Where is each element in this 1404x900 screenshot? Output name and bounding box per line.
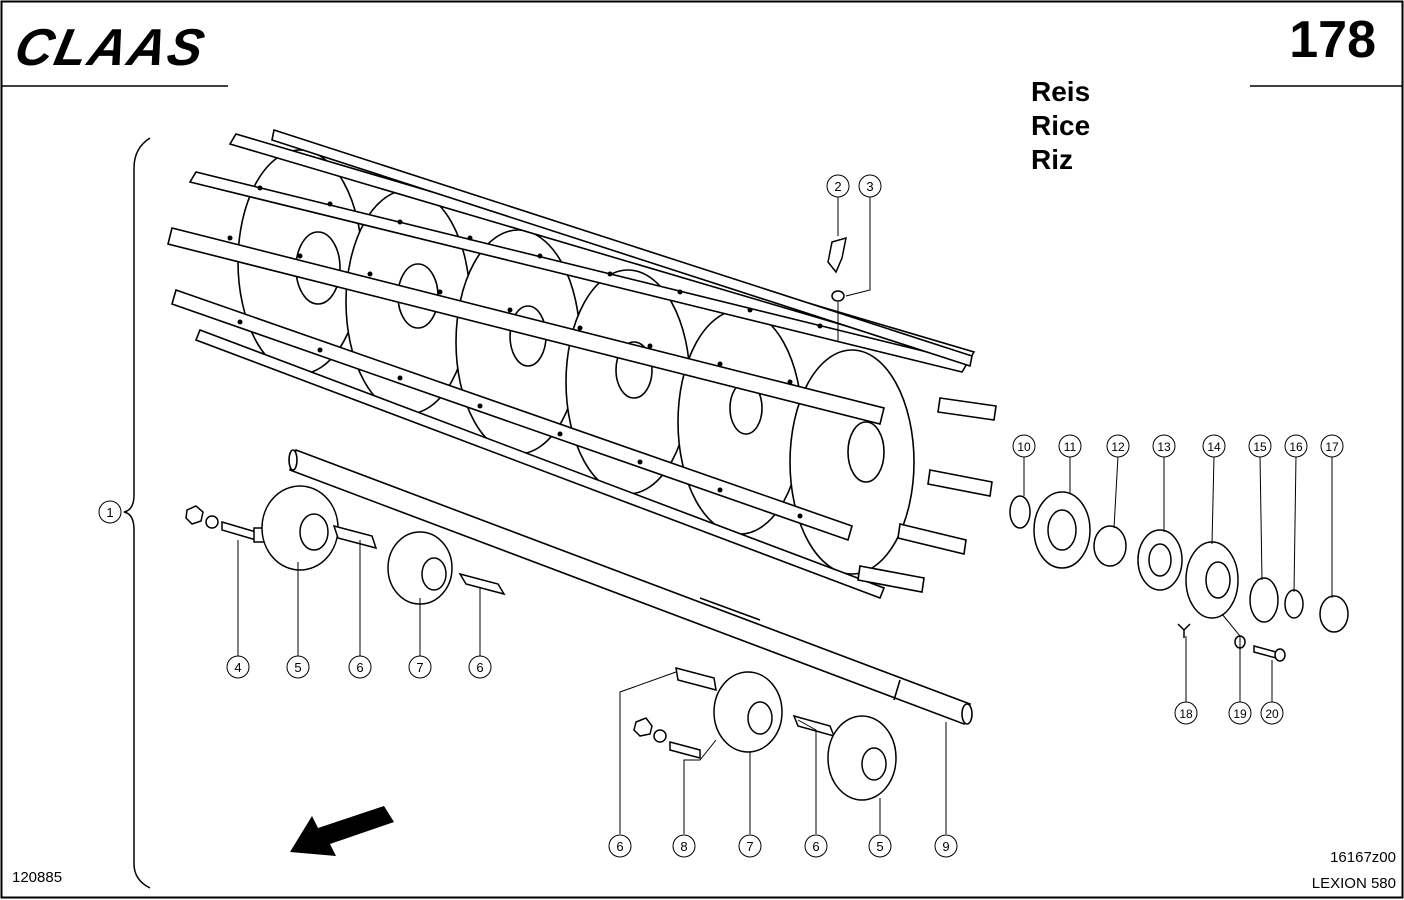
callout-16-label: 16 bbox=[1289, 440, 1303, 454]
callout-9-label: 9 bbox=[942, 839, 949, 854]
callout-14: 14 bbox=[1202, 434, 1226, 458]
callout-5a-label: 5 bbox=[294, 660, 301, 675]
callout-11-label: 11 bbox=[1064, 440, 1077, 454]
callout-6d: 6 bbox=[804, 834, 828, 858]
callout-20: 20 bbox=[1260, 701, 1284, 725]
callout-8-label: 8 bbox=[680, 839, 687, 854]
callout-2-label: 2 bbox=[834, 179, 841, 194]
lower-hardware bbox=[633, 666, 897, 801]
callout-15: 15 bbox=[1248, 434, 1272, 458]
variant-label-en: Rice bbox=[1031, 110, 1091, 141]
variant-label-de: Reis bbox=[1031, 76, 1091, 107]
bar-holes bbox=[227, 185, 823, 519]
callout-7b-label: 7 bbox=[746, 839, 753, 854]
callout-6c: 6 bbox=[608, 834, 632, 858]
callout-1: 1 bbox=[98, 500, 122, 524]
callout-7a: 7 bbox=[408, 655, 432, 679]
callout-19-label: 19 bbox=[1233, 707, 1247, 721]
callout-4: 4 bbox=[226, 655, 250, 679]
callout-5a: 5 bbox=[286, 655, 310, 679]
callouts: 1 2 3 4 5 6 7 6 10 11 12 13 14 15 16 17 … bbox=[98, 174, 1344, 858]
callout-1-label: 1 bbox=[106, 505, 113, 520]
callout-15-label: 15 bbox=[1253, 440, 1267, 454]
callout-5b-label: 5 bbox=[876, 839, 883, 854]
callout-13-label: 13 bbox=[1157, 440, 1171, 454]
callout-7a-label: 7 bbox=[416, 660, 423, 675]
direction-arrow bbox=[290, 806, 394, 856]
brand-logo: CLAAS bbox=[9, 19, 212, 77]
page-number: 178 bbox=[1289, 11, 1376, 69]
callout-6b: 6 bbox=[468, 655, 492, 679]
callout-19: 19 bbox=[1228, 701, 1252, 725]
callout-5b: 5 bbox=[868, 834, 892, 858]
illustration-code: 16167z00 bbox=[1330, 849, 1396, 866]
callout-7b: 7 bbox=[738, 834, 762, 858]
callout-6a: 6 bbox=[348, 655, 372, 679]
rotor-drum bbox=[167, 128, 997, 600]
callout-16: 16 bbox=[1284, 434, 1308, 458]
callout-10-label: 10 bbox=[1017, 440, 1031, 454]
callout-3: 3 bbox=[858, 174, 882, 198]
wear-insert bbox=[827, 236, 847, 302]
callout-12: 12 bbox=[1106, 434, 1130, 458]
main-shaft bbox=[288, 448, 973, 726]
callout-14-label: 14 bbox=[1207, 440, 1221, 454]
callout-4-label: 4 bbox=[234, 660, 241, 675]
variant-label-fr: Riz bbox=[1031, 144, 1073, 175]
callout-10: 10 bbox=[1012, 434, 1036, 458]
callout-20-label: 20 bbox=[1265, 707, 1279, 721]
callout-6a-label: 6 bbox=[356, 660, 363, 675]
callout-17-label: 17 bbox=[1325, 440, 1339, 454]
callout-6c-label: 6 bbox=[616, 839, 623, 854]
machine-model: LEXION 580 bbox=[1311, 875, 1396, 892]
callout-18-label: 18 bbox=[1179, 707, 1193, 721]
callout-2: 2 bbox=[826, 174, 850, 198]
callout-13: 13 bbox=[1152, 434, 1176, 458]
bearing-assembly bbox=[1009, 491, 1349, 662]
callout-17: 17 bbox=[1320, 434, 1344, 458]
callout-9: 9 bbox=[934, 834, 958, 858]
leader-lines bbox=[237, 197, 1333, 834]
callout-8: 8 bbox=[672, 834, 696, 858]
left-hardware bbox=[185, 485, 506, 605]
callout-11: 11 bbox=[1058, 434, 1082, 458]
callout-6d-label: 6 bbox=[812, 839, 819, 854]
assembly-brace bbox=[123, 137, 151, 889]
callout-6b-label: 6 bbox=[476, 660, 483, 675]
callout-18: 18 bbox=[1174, 701, 1198, 725]
drawing-reference: 120885 bbox=[12, 869, 63, 886]
callout-12-label: 12 bbox=[1111, 440, 1125, 454]
callout-3-label: 3 bbox=[866, 179, 873, 194]
